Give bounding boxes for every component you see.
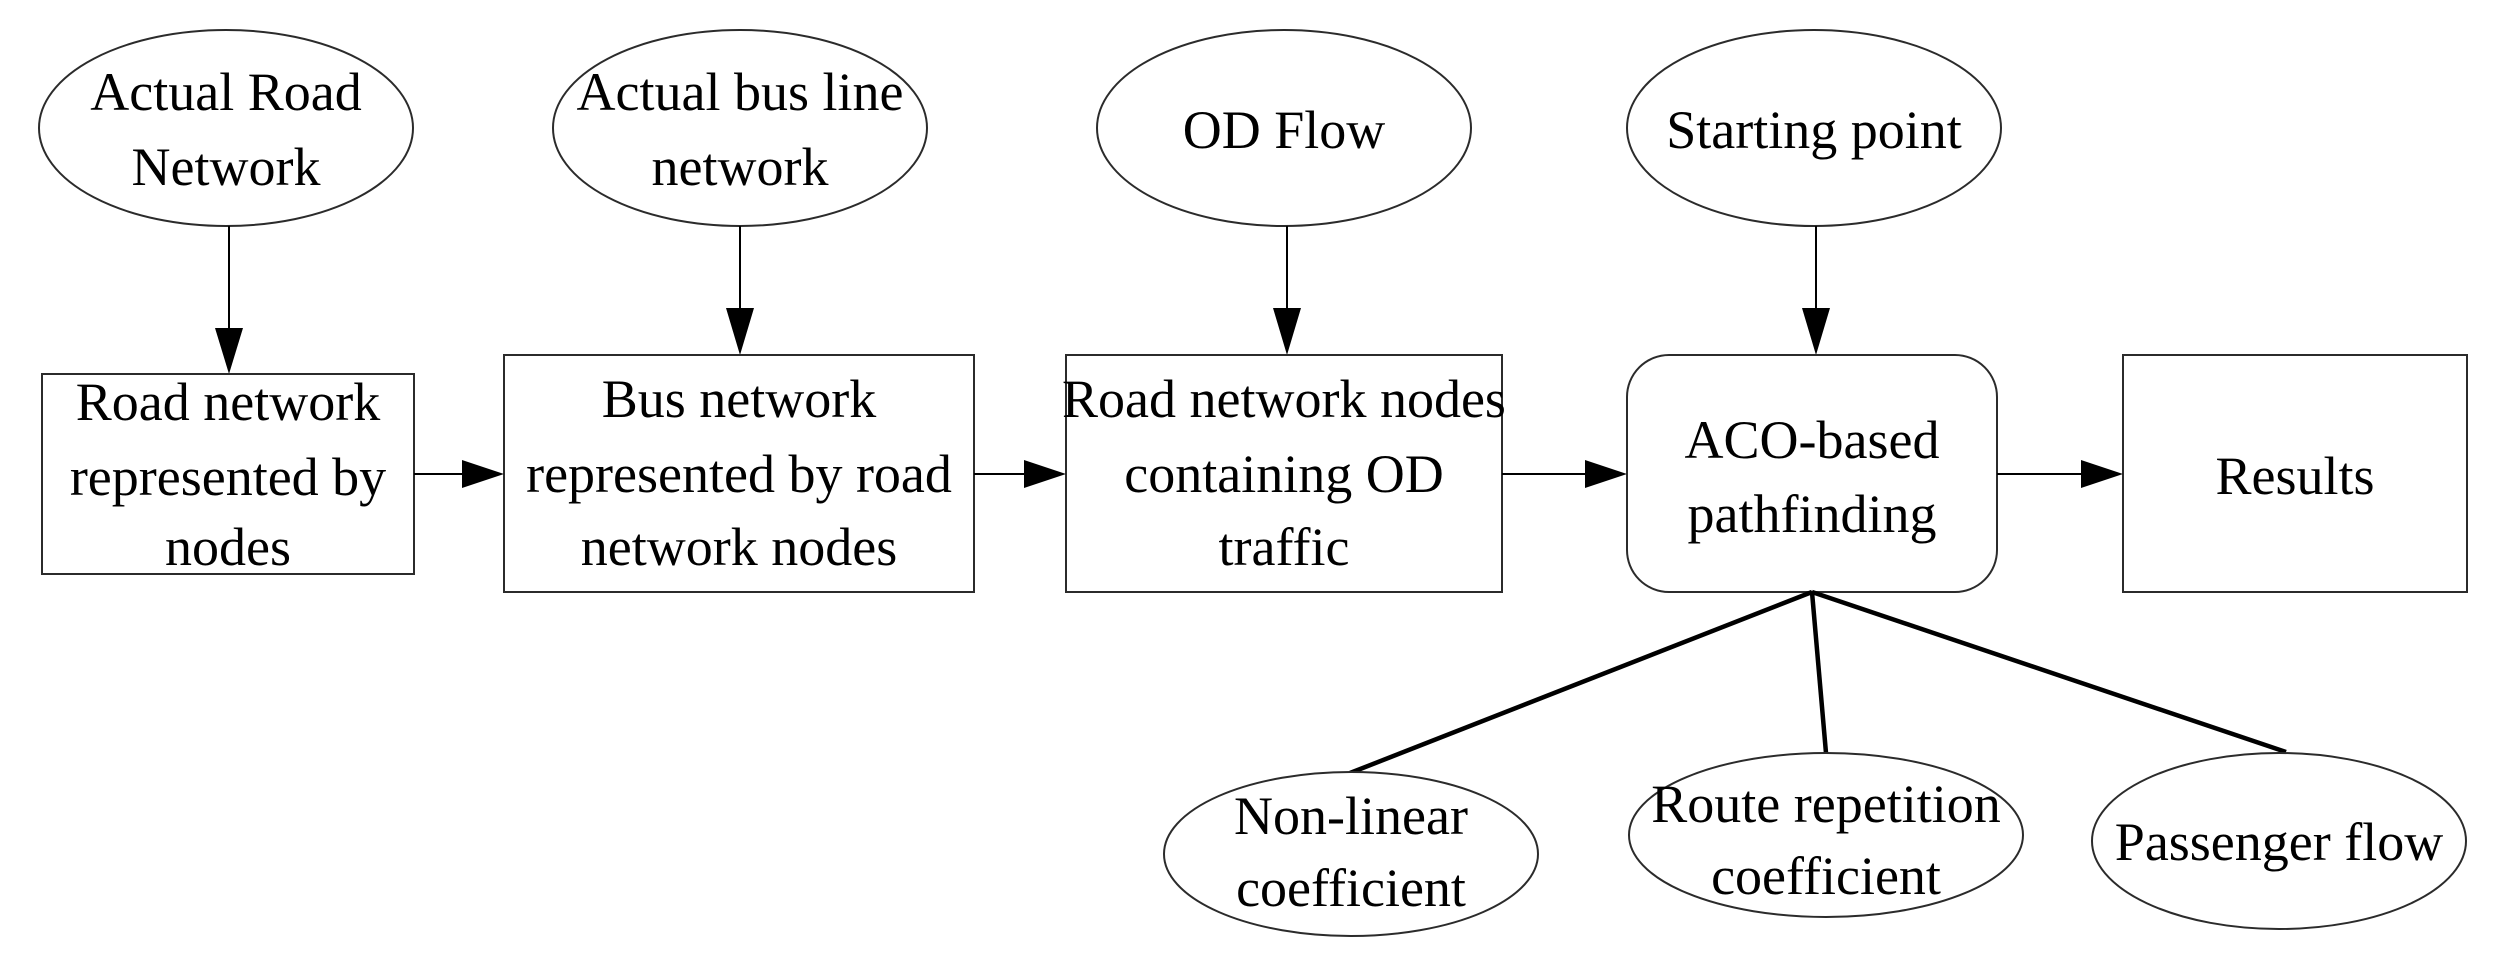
- label-actual-bus-line-network-2: network: [652, 137, 829, 197]
- label-bus-network-1: Bus network: [602, 369, 876, 429]
- node-od-flow: OD Flow: [1096, 29, 1472, 227]
- node-actual-bus-line-network: Actual bus line network: [552, 29, 928, 227]
- label-od-nodes-2: containing OD: [1124, 444, 1443, 504]
- node-passenger-flow: Passenger flow: [2091, 752, 2467, 930]
- label-non-linear-1: Non-linear: [1234, 786, 1468, 846]
- label-route-repetition-2: coefficient: [1711, 846, 1941, 906]
- label-actual-bus-line-network-1: Actual bus line: [577, 62, 904, 122]
- label-route-repetition-1: Route repetition: [1651, 774, 2000, 834]
- node-road-network-nodes: Road network represented by nodes: [41, 372, 415, 577]
- node-route-repetition-coefficient: Route repetition coefficient: [1628, 752, 2024, 918]
- label-od-nodes-1: Road network nodes: [1062, 369, 1506, 429]
- label-od-flow: OD Flow: [1183, 100, 1386, 160]
- arrow-od-to-odnodes: [1273, 226, 1301, 355]
- arrow-start-to-aco: [1802, 226, 1830, 355]
- arrow-nodes-to-busnet: [414, 460, 504, 488]
- label-actual-road-network-1: Actual Road: [90, 62, 361, 122]
- node-starting-point: Starting point: [1626, 29, 2002, 227]
- label-non-linear-2: coefficient: [1236, 858, 1466, 918]
- line-aco-to-route: [1809, 591, 1829, 754]
- label-actual-road-network-2: Network: [132, 137, 321, 197]
- label-road-network-nodes-2: represented by: [70, 447, 386, 507]
- label-road-network-nodes-1: Road network: [76, 372, 380, 432]
- node-od-nodes: Road network nodes containing OD traffic: [1062, 354, 1506, 593]
- node-results: Results: [2122, 354, 2468, 593]
- line-aco-to-passenger: [1811, 589, 2287, 755]
- label-od-nodes-3: traffic: [1219, 517, 1350, 577]
- label-bus-network-3: network nodes: [581, 517, 897, 577]
- arrow-road-to-nodes: [215, 226, 243, 374]
- label-road-network-nodes-3: nodes: [165, 517, 291, 577]
- node-bus-network: Bus network represented by road network …: [503, 354, 975, 593]
- line-aco-to-nonlinear: [1349, 589, 1813, 776]
- label-passenger-flow: Passenger flow: [2115, 812, 2443, 872]
- arrow-bus-to-busnet: [726, 226, 754, 355]
- label-results: Results: [2215, 446, 2374, 506]
- node-aco-pathfinding: ACO-based pathfinding: [1626, 354, 1998, 593]
- arrow-busnet-to-odnodes: [974, 460, 1066, 488]
- arrow-aco-to-results: [1997, 460, 2123, 488]
- label-starting-point: Starting point: [1666, 100, 1962, 160]
- label-aco-2: pathfinding: [1688, 484, 1937, 544]
- arrow-odnodes-to-aco: [1502, 460, 1627, 488]
- label-bus-network-2: represented by road: [526, 444, 952, 504]
- node-actual-road-network: Actual Road Network: [38, 29, 414, 227]
- label-aco-1: ACO-based: [1685, 410, 1940, 470]
- node-non-linear-coefficient: Non-linear coefficient: [1163, 771, 1539, 937]
